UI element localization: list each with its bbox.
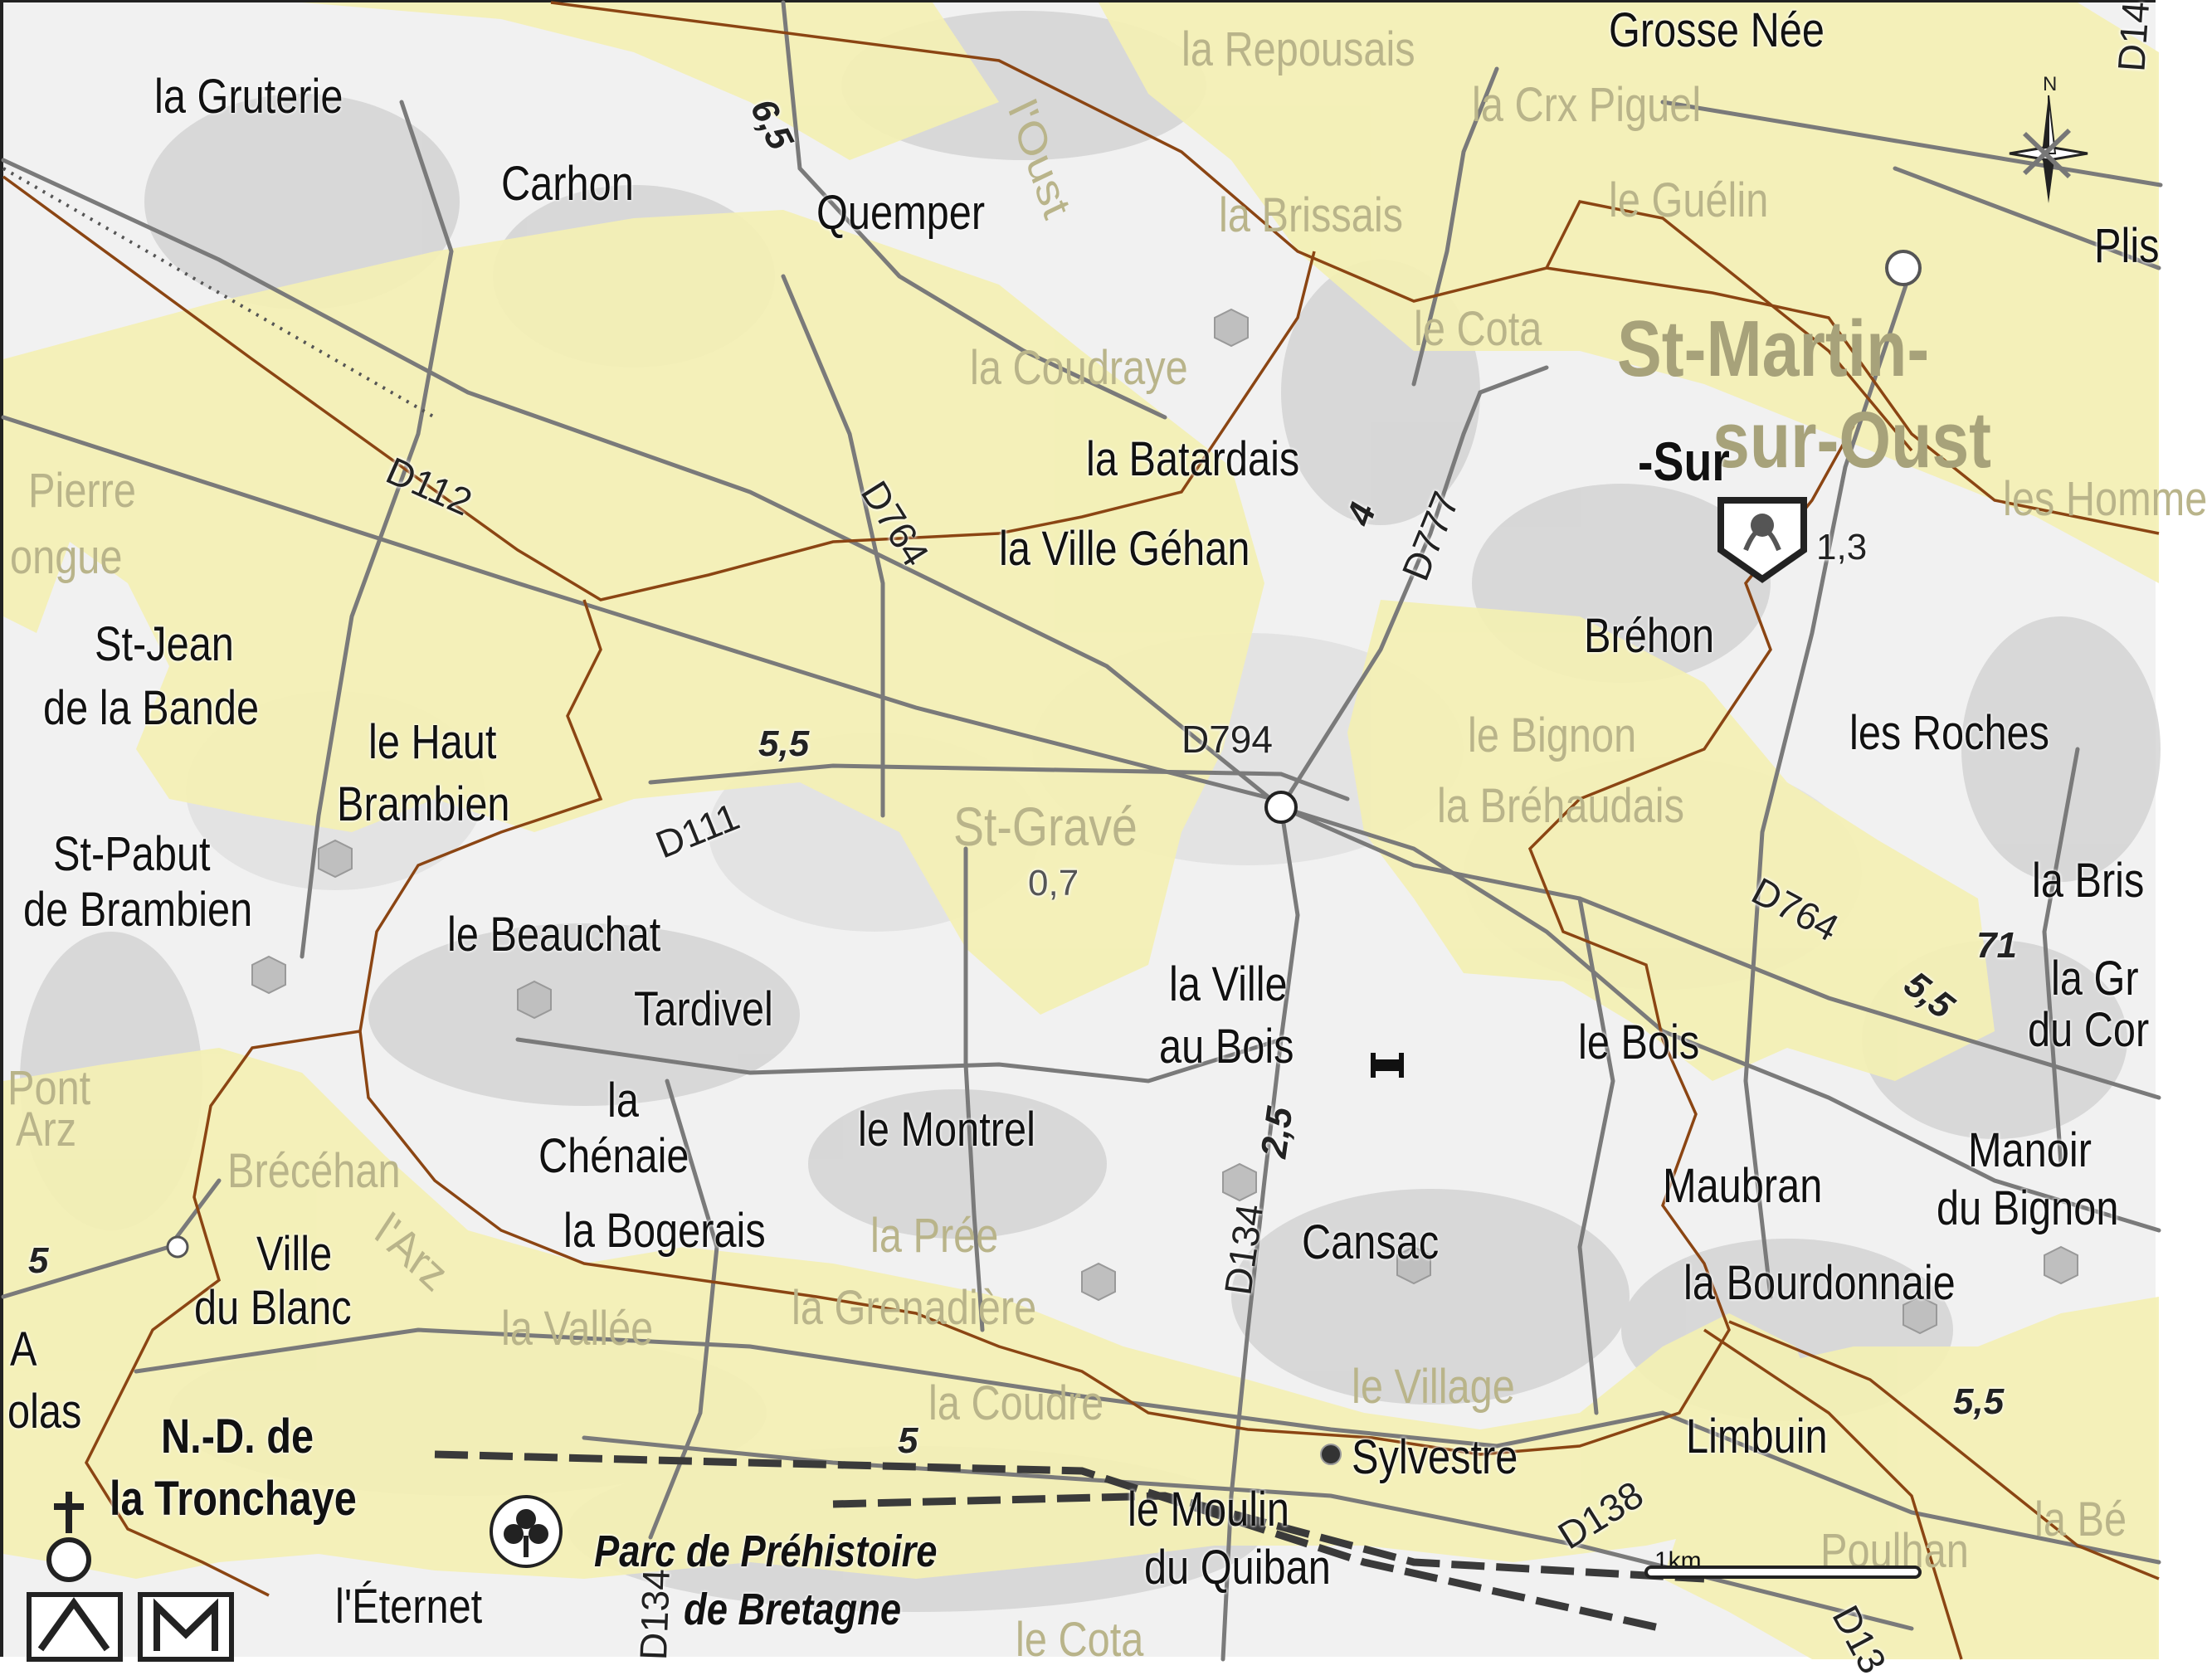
- museum-icon: [24, 1591, 248, 1662]
- place-label: la Grenadière: [792, 1281, 1037, 1335]
- place-label: Carhon: [501, 157, 634, 211]
- town-label: St-Martin-: [1617, 304, 1930, 393]
- town-label: -Sur: [1638, 431, 1730, 492]
- place-label: la Crx Piguel: [1472, 78, 1702, 132]
- distance-label: 5,5: [1953, 1381, 2005, 1422]
- place-label: la Ville Géhan: [999, 522, 1250, 576]
- place-label: Manoir: [1968, 1123, 2092, 1177]
- place-label: le Bignon: [1468, 709, 1637, 762]
- monument-icon: [1712, 492, 1812, 583]
- map-canvas: [1, 0, 2163, 1662]
- road-label: D134: [631, 1568, 678, 1661]
- place-label: le Montrel: [858, 1103, 1035, 1157]
- place-label: le Cota: [1016, 1613, 1144, 1667]
- main-road: [434, 1450, 1705, 1633]
- place-label: la Bé: [2034, 1493, 2127, 1546]
- place-label: Ville: [256, 1227, 333, 1281]
- place-label: la Brissais: [1219, 188, 1404, 242]
- place-label: le Haut: [368, 715, 497, 769]
- place-label: les Roches: [1849, 706, 2050, 760]
- town-label: sur-Oust: [1712, 396, 1992, 485]
- place-label: de la Bande: [43, 681, 260, 735]
- place-label: Brécéhan: [227, 1144, 401, 1198]
- boundary-lines: [2, 1, 2160, 1660]
- scale-bar: [1644, 1547, 1927, 1580]
- place-label: Grosse Née: [1609, 3, 1825, 57]
- place-label: la Bourdonnaie: [1683, 1256, 1956, 1310]
- road-network: [1, 0, 2163, 1662]
- place-label: olas: [7, 1385, 82, 1439]
- place-label: Bréhon: [1584, 609, 1715, 663]
- compass-rose-icon: N: [2009, 71, 2088, 212]
- church-icon: [41, 1492, 99, 1583]
- place-label: du Cor: [2028, 1003, 2150, 1057]
- place-label: du Bignon: [1937, 1181, 2119, 1235]
- road-label: D794: [1181, 718, 1273, 761]
- place-label: Chénaie: [538, 1129, 689, 1183]
- place-label: la Gruterie: [154, 70, 343, 124]
- place-label: du Quiban: [1144, 1541, 1331, 1595]
- place-label: la Repousais: [1181, 22, 1415, 76]
- place-label: le Cota: [1414, 302, 1542, 356]
- place-label: ongue: [10, 530, 123, 584]
- distance-label: 1,3: [1816, 527, 1868, 567]
- place-label: Pierre: [28, 464, 136, 518]
- place-label: l'Éternet: [335, 1580, 483, 1634]
- place-label: la Gr: [2051, 952, 2139, 1006]
- place-label: Quemper: [816, 186, 986, 240]
- place-label: la Bris: [2032, 854, 2145, 908]
- place-label: la Coudre: [928, 1376, 1104, 1430]
- place-label: St-Jean: [95, 617, 234, 671]
- place-label: St-Pabut: [53, 827, 211, 881]
- poi-label: Parc de Préhistoire: [594, 1527, 938, 1576]
- place-label: le Moulin: [1128, 1483, 1289, 1536]
- place-label: le Beauchat: [447, 908, 661, 962]
- point-marker-icon: [1371, 1053, 1404, 1078]
- distance-label: 2,5: [1253, 1104, 1301, 1161]
- distance-label: 5,5: [758, 723, 810, 764]
- place-label: au Bois: [1159, 1020, 1294, 1074]
- place-label: la Prée: [870, 1209, 999, 1263]
- place-label: St-Gravé: [953, 796, 1138, 857]
- place-label: Brambien: [337, 777, 510, 831]
- place-label: Limbuin: [1686, 1410, 1828, 1463]
- place-label: la Tronchaye: [110, 1472, 357, 1526]
- place-label: la Bréhaudais: [1437, 779, 1684, 833]
- place-label: Sylvestre: [1352, 1430, 1518, 1484]
- place-label: Cansac: [1302, 1215, 1440, 1269]
- poi-label: de Bretagne: [684, 1585, 902, 1634]
- distance-label: 5: [28, 1240, 49, 1281]
- place-label: Pont: [7, 1061, 91, 1115]
- clover-icon: [489, 1494, 563, 1569]
- place-label: les Homme: [2003, 472, 2207, 526]
- place-label: Tardivel: [634, 982, 773, 1036]
- place-label: le Village: [1352, 1360, 1515, 1414]
- rail-line: [2, 167, 436, 419]
- distance-label: 5: [898, 1420, 918, 1461]
- place-label: la Ville: [1169, 957, 1288, 1011]
- settlement-markers: [166, 250, 2078, 1465]
- place-label: Arz: [16, 1103, 77, 1157]
- place-label: le Bois: [1578, 1015, 1700, 1069]
- road-label: D14: [2109, 0, 2158, 73]
- place-label: la Bogerais: [563, 1204, 766, 1258]
- place-label: la Vallée: [501, 1302, 654, 1356]
- distance-label: 71: [1976, 925, 2017, 966]
- place-label: N.-D. de: [161, 1410, 314, 1463]
- place-label: de Brambien: [23, 883, 253, 937]
- place-label: le Guélin: [1609, 173, 1769, 227]
- place-label: du Blanc: [194, 1281, 352, 1335]
- place-label: la Batardais: [1086, 432, 1300, 486]
- compass-north-label: N: [2043, 73, 2057, 95]
- place-label: Plis: [2094, 219, 2160, 273]
- place-label: la Coudraye: [970, 341, 1188, 395]
- place-label: Maubran: [1663, 1159, 1823, 1213]
- place-label: la: [607, 1074, 639, 1127]
- place-label: A: [10, 1322, 37, 1376]
- distance-label: 0,7: [1028, 863, 1079, 903]
